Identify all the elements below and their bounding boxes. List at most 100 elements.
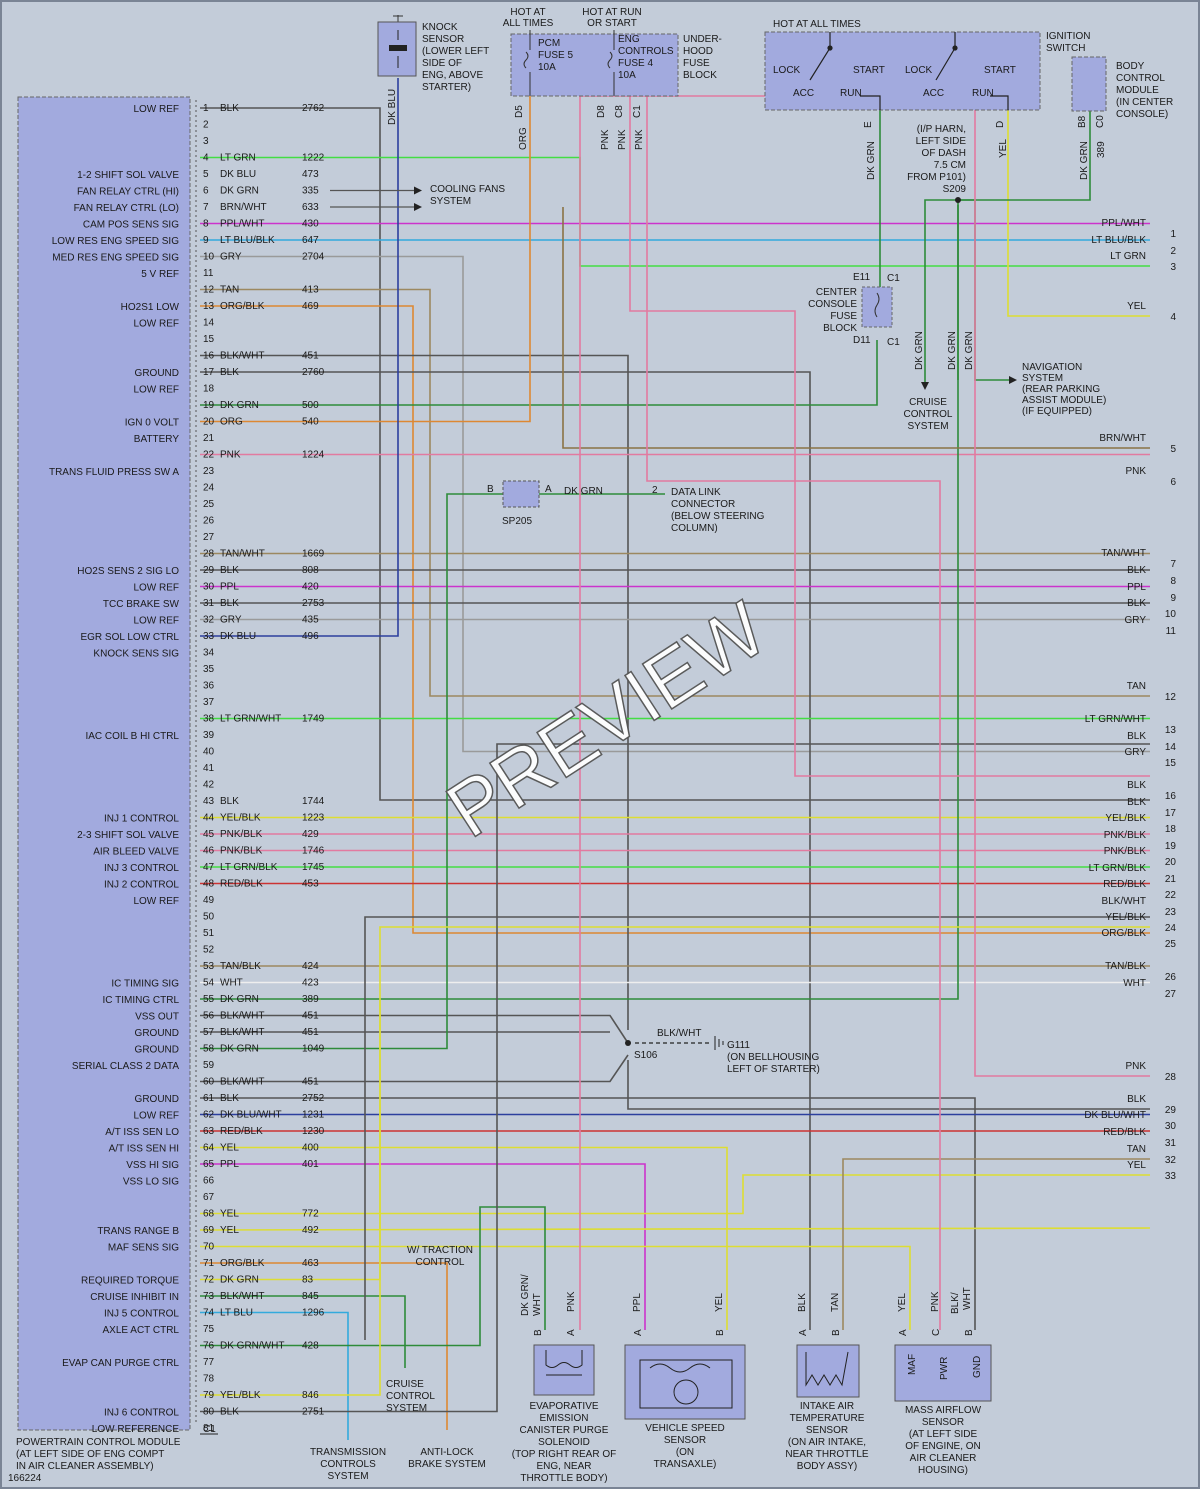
pcm-pin-number: 5 xyxy=(203,169,209,180)
evap-label-2: EMISSION xyxy=(540,1413,589,1424)
pcm-pin-number: 10 xyxy=(203,252,215,263)
pcm-wire-color: LT GRN/WHT xyxy=(220,714,281,725)
pcm-circuit-number: 463 xyxy=(302,1258,319,1269)
wire-terminal-23 xyxy=(364,916,1150,1340)
pcm-func-label: GROUND xyxy=(135,1028,179,1039)
s209-label-5: FROM P101) xyxy=(907,172,966,183)
right-terminal-wire-color: ORG/BLK xyxy=(1102,928,1147,939)
ign-position: LOCK xyxy=(905,65,933,76)
right-terminal-number: 10 xyxy=(1165,609,1177,620)
pcm-circuit-number: 401 xyxy=(302,1159,319,1170)
ign-position: RUN xyxy=(840,88,862,99)
pcm-pin-number: 30 xyxy=(203,582,215,593)
iat-label-4: (ON AIR INTAKE, xyxy=(788,1437,866,1448)
pcm-module xyxy=(17,96,191,1431)
s209-label-3: OF DASH xyxy=(922,148,966,159)
pcm-circuit-number: 2760 xyxy=(302,367,325,378)
pcm-wire-color: BRN/WHT xyxy=(220,202,267,213)
pcm-func-label: LOW REF xyxy=(133,616,179,627)
pcm-func-label: KNOCK SENS SIG xyxy=(93,649,179,660)
right-terminal-number: 24 xyxy=(1165,923,1177,934)
evap-pin: B xyxy=(533,1329,544,1336)
pcm-pin-number: 58 xyxy=(203,1044,215,1055)
pcm-circuit-number: 500 xyxy=(302,400,319,411)
pcm-circuit-number: 473 xyxy=(302,169,319,180)
right-terminal-number: 19 xyxy=(1165,841,1177,852)
evap-label-4: SOLENOID xyxy=(538,1437,590,1448)
pcm-wire-color: GRY xyxy=(220,615,242,626)
intake-air-temp-sensor xyxy=(796,1344,860,1398)
eng-fuse-label-2: CONTROLS xyxy=(618,46,674,57)
pcm-pin-number: 57 xyxy=(203,1027,215,1038)
pcm-wire-color: GRY xyxy=(220,252,242,263)
cruise-bottom-label-2: CONTROL xyxy=(386,1391,435,1402)
ign-wire-dkgrn: DK GRN xyxy=(866,141,877,180)
wire-pin73-cruise xyxy=(200,1295,406,1368)
pcm-wire-color: BLK xyxy=(220,103,239,114)
eng-fuse-label-4: 10A xyxy=(618,70,636,81)
pcm-circuit-number: 400 xyxy=(302,1143,319,1154)
right-terminal-wire-color: LT GRN/WHT xyxy=(1085,714,1146,725)
wire-terminal-5 xyxy=(562,207,1150,449)
pcm-func-label: IC TIMING SIG xyxy=(111,979,179,990)
pcm-circuit-number: 451 xyxy=(302,351,319,362)
pcm-func-label: LOW REF xyxy=(133,896,179,907)
bcm-label-3: MODULE xyxy=(1116,85,1159,96)
pcm-pin-number: 69 xyxy=(203,1225,215,1236)
wire-terminal-32-iat xyxy=(842,1158,1150,1330)
right-terminal-wire-color: PPL/WHT xyxy=(1102,218,1146,229)
s106-label: S106 xyxy=(634,1050,658,1061)
pcm-wire-color: TAN xyxy=(220,285,239,296)
nav-label-2: SYSTEM xyxy=(1022,373,1063,384)
pcm-pin-number: 36 xyxy=(203,681,215,692)
pcm-pin-number: 27 xyxy=(203,532,215,543)
pcm-func-label: A/T ISS SEN HI xyxy=(109,1144,179,1155)
pcm-pin-number: 37 xyxy=(203,697,215,708)
pcm-pin-number: 77 xyxy=(203,1357,215,1368)
pcm-wire-color: BLK xyxy=(220,796,239,807)
ign-position: ACC xyxy=(793,88,814,99)
eng-controls-fuse xyxy=(607,30,615,96)
pcm-wire-color: TAN/WHT xyxy=(220,549,265,560)
pcm-circuit-number: 83 xyxy=(302,1275,314,1286)
right-terminal-wire-color: YEL xyxy=(1127,301,1146,312)
pcm-func-label: EGR SOL LOW CTRL xyxy=(80,632,179,643)
pcm-func-label: EVAP CAN PURGE CTRL xyxy=(62,1358,179,1369)
ign-switch-label-1: IGNITION xyxy=(1046,31,1090,42)
right-terminal-wire-color: YEL/BLK xyxy=(1105,912,1146,923)
abs-label-1: ANTI-LOCK xyxy=(420,1447,474,1458)
pcm-circuit-number: 1744 xyxy=(302,796,325,807)
pcm-func-label: HO2S1 LOW xyxy=(121,302,180,313)
pcm-fuse-label-1: PCM xyxy=(538,38,560,49)
pcm-pin-number: 54 xyxy=(203,978,215,989)
maf-label-5: AIR CLEANER xyxy=(910,1453,977,1464)
pcm-circuit-number: 389 xyxy=(302,994,319,1005)
bcm-label-1: BODY xyxy=(1116,61,1145,72)
right-terminal-number: 31 xyxy=(1165,1138,1177,1149)
cooling-fans-label-2: SYSTEM xyxy=(430,196,471,207)
pcm-wire-color: TAN/BLK xyxy=(220,961,261,972)
right-terminal-wire-color: PNK/BLK xyxy=(1104,830,1147,841)
pcm-wire-color: YEL xyxy=(220,1209,239,1220)
pcm-pin-number: 61 xyxy=(203,1093,215,1104)
ign-position: RUN xyxy=(972,88,994,99)
pcm-circuit-number: 1231 xyxy=(302,1110,325,1121)
right-terminal-number: 28 xyxy=(1165,1072,1177,1083)
body-control-module xyxy=(1071,56,1107,112)
dk-grn-label: DK GRN xyxy=(947,331,958,370)
sp205-pin-a: A xyxy=(545,484,552,495)
pcm-func-label: TRANS FLUID PRESS SW A xyxy=(49,467,179,478)
pcm-func-label: MAF SENS SIG xyxy=(108,1243,179,1254)
pcm-pin-number: 11 xyxy=(203,268,214,279)
evap-solenoid xyxy=(533,1344,595,1396)
right-terminal-wire-color: YEL xyxy=(1127,1160,1146,1171)
maf-pin: A xyxy=(898,1329,909,1336)
ign-position: ACC xyxy=(923,88,944,99)
right-terminal-wire-color: BLK/WHT xyxy=(1102,896,1146,907)
console-pin-c1-top: C1 xyxy=(887,273,900,284)
right-terminal-wire-color: TAN xyxy=(1127,681,1146,692)
pcm-pin-number: 13 xyxy=(203,301,215,312)
wire-pin68-terminal-33 xyxy=(200,1174,1150,1215)
pcm-func-label: INJ 2 CONTROL xyxy=(104,880,179,891)
pcm-wire-color: RED/BLK xyxy=(220,879,263,890)
